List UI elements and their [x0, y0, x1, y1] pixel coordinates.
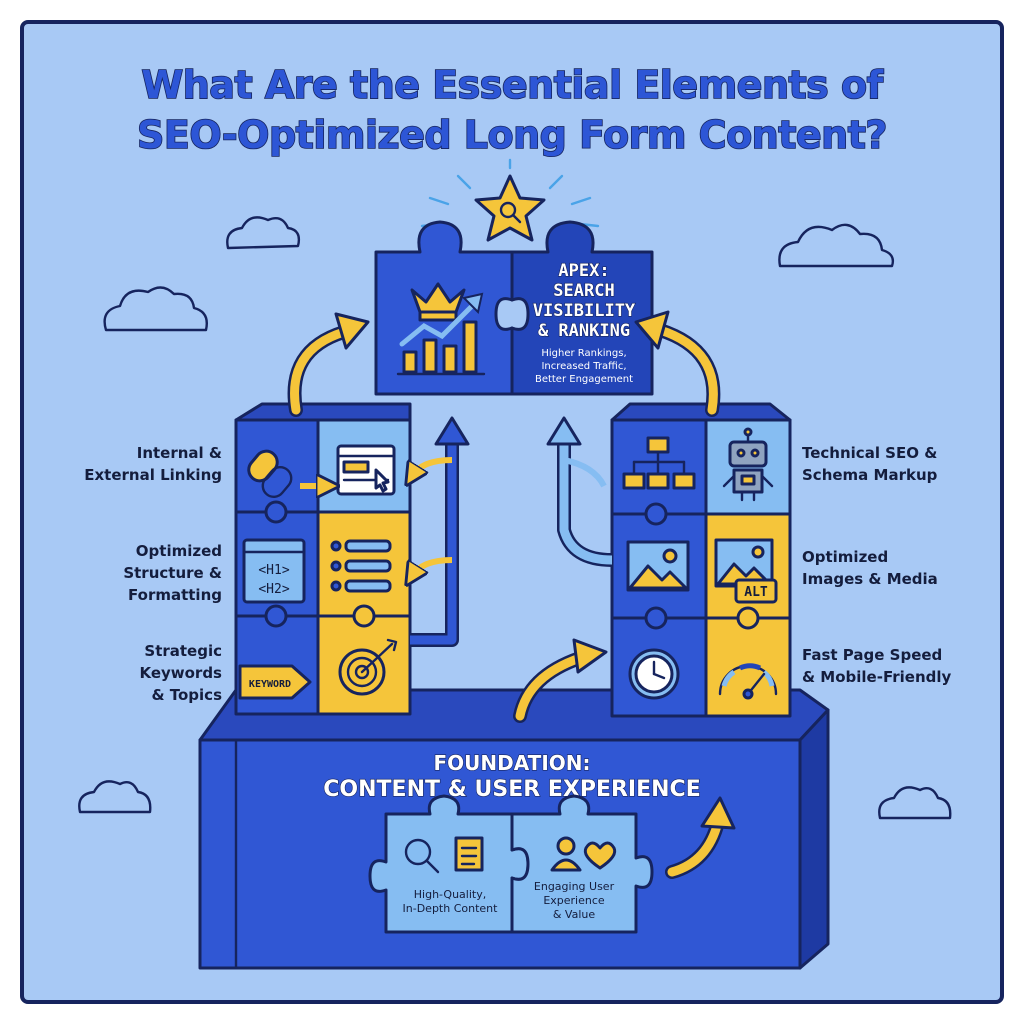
document-icon [454, 836, 484, 872]
right-pillar: ALT [610, 402, 792, 718]
label-keywords-3: & Topics [151, 686, 222, 704]
content-piece-line-2: In-Depth Content [403, 902, 499, 915]
crown-icon [410, 282, 466, 322]
foundation-heading-2: CONTENT & USER EXPERIENCE [323, 777, 700, 802]
cloud-icon [878, 786, 952, 820]
sitemap-icon [622, 436, 696, 490]
apex-sub-2: Increased Traffic, [541, 361, 626, 372]
content-piece-line-1: High-Quality, [414, 888, 486, 901]
label-speed-1: Fast Page Speed [802, 646, 942, 664]
user-icon [550, 836, 582, 872]
apex-heading-1: APEX: [558, 261, 609, 281]
ux-piece-line-2: Experience [543, 894, 605, 907]
ux-piece-line-3: & Value [553, 908, 596, 921]
label-technical-1: Technical SEO & [802, 444, 937, 462]
left-labels: Internal & External Linking Optimized St… [84, 444, 222, 704]
label-linking-2: External Linking [84, 466, 222, 484]
label-linking-1: Internal & [137, 444, 222, 462]
left-pillar: <H1> <H2> KEYWORD [234, 402, 412, 716]
svg-text:KEYWORD: KEYWORD [249, 679, 291, 690]
label-keywords-2: Keywords [139, 664, 222, 682]
cloud-icon [78, 780, 152, 814]
label-images-2: Images & Media [802, 570, 938, 588]
label-keywords-1: Strategic [144, 642, 222, 660]
apex-heading-2: SEARCH [553, 281, 614, 301]
cloud-icon [103, 286, 208, 332]
heading-tags-icon: <H1> <H2> [242, 538, 306, 604]
label-technical-2: Schema Markup [802, 466, 938, 484]
browser-window-icon [336, 444, 396, 496]
arrows [287, 310, 736, 879]
robot-icon [722, 427, 774, 502]
label-speed-2: & Mobile-Friendly [802, 668, 952, 686]
title-line-2: SEO-Optimized Long Form Content? [137, 113, 887, 157]
magnifier-icon [404, 838, 440, 874]
svg-text:<H2>: <H2> [258, 582, 289, 597]
apex-heading-4: & RANKING [538, 321, 630, 341]
target-icon [338, 638, 398, 696]
svg-text:<H1>: <H1> [258, 563, 289, 578]
label-structure-3: Formatting [128, 586, 222, 604]
cloud-icon [778, 223, 895, 268]
ux-piece-line-1: Engaging User [534, 880, 615, 893]
cloud-icon [226, 216, 301, 250]
speedometer-icon [718, 663, 778, 700]
keyword-tag-icon: KEYWORD [238, 664, 312, 700]
chain-link-icon [247, 449, 293, 499]
apex-sub-3: Better Engagement [535, 374, 633, 385]
label-images-1: Optimized [802, 548, 888, 566]
image-icon [626, 540, 690, 592]
right-labels: Technical SEO & Schema Markup Optimized … [802, 444, 952, 686]
apex-heading-3: VISIBILITY [533, 301, 636, 321]
title-line-1: What Are the Essential Elements of [141, 63, 883, 107]
foundation-heading-1: FOUNDATION: [434, 751, 591, 775]
label-structure-2: Structure & [123, 564, 222, 582]
bulleted-list-icon [330, 539, 392, 593]
heart-icon [583, 841, 617, 870]
apex-sub-1: Higher Rankings, [541, 348, 626, 359]
foundation-piece-content: High-Quality, In-Depth Content [368, 794, 530, 934]
alt-image-icon: ALT [714, 538, 778, 604]
growth-chart-icon [396, 292, 486, 376]
clock-icon [628, 648, 680, 700]
label-structure-1: Optimized [136, 542, 222, 560]
svg-text:ALT: ALT [744, 585, 768, 600]
foundation-piece-ux: Engaging User Experience & Value [510, 794, 654, 934]
apex-puzzle: APEX: SEARCH VISIBILITY & RANKING Higher… [374, 220, 654, 396]
